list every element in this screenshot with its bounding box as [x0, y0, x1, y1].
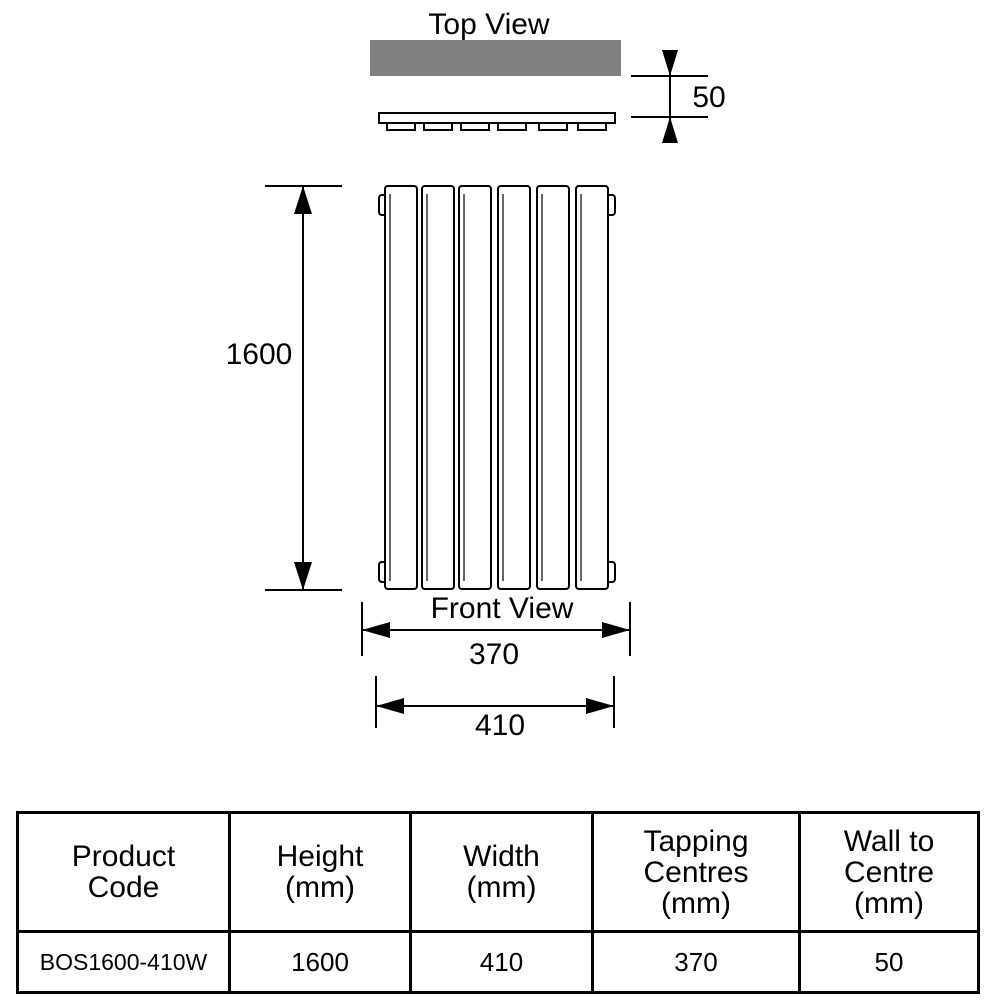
table-row: BOS1600-410W 1600 410 370 50	[16, 930, 980, 994]
cell-width: 410	[409, 930, 594, 994]
top-view-label: Top View	[428, 8, 550, 41]
arrow-right-icon	[602, 622, 630, 638]
front-view-label: Front View	[431, 592, 574, 625]
spec-table-header-row: Product Code Height (mm) Width (mm) Tapp…	[16, 811, 980, 933]
radiator-column-4	[497, 185, 531, 590]
header-wall-to-centre: Wall to Centre (mm)	[798, 811, 980, 933]
front-view	[378, 185, 616, 590]
radiator-column-1	[384, 185, 418, 590]
cell-product-code: BOS1600-410W	[16, 930, 231, 994]
top-view-profile	[378, 112, 616, 131]
header-tapping-centres: Tapping Centres (mm)	[591, 811, 801, 933]
arrow-down-icon	[294, 562, 312, 590]
height-dimension	[265, 185, 342, 591]
radiator-column-2	[421, 185, 455, 590]
depth-dimension-label: 50	[692, 81, 725, 114]
header-width: Width (mm)	[409, 811, 594, 933]
arrow-left-icon	[362, 622, 390, 638]
radiator-column-3	[458, 185, 492, 590]
radiator-column-5	[536, 185, 570, 590]
top-view-bar	[370, 40, 621, 76]
arrow-up-icon	[294, 186, 312, 214]
arrow-up-icon	[662, 117, 678, 143]
header-height: Height (mm)	[228, 811, 412, 933]
tapping-centres-dimension-label: 370	[469, 638, 519, 671]
arrow-down-icon	[662, 50, 678, 76]
spec-table: Product Code Height (mm) Width (mm) Tapp…	[16, 811, 980, 994]
cell-height: 1600	[228, 930, 412, 994]
depth-dimension	[631, 50, 708, 143]
cell-tapping-centres: 370	[591, 930, 801, 994]
arrow-right-icon	[586, 698, 614, 714]
radiator-column-6	[575, 185, 609, 590]
cell-wall-to-centre: 50	[798, 930, 980, 994]
header-product-code: Product Code	[16, 811, 231, 933]
width-dimension	[375, 676, 615, 728]
arrow-left-icon	[376, 698, 404, 714]
height-dimension-label: 1600	[226, 338, 293, 371]
width-dimension-label: 410	[475, 709, 525, 742]
tapping-centres-dimension	[361, 602, 631, 656]
